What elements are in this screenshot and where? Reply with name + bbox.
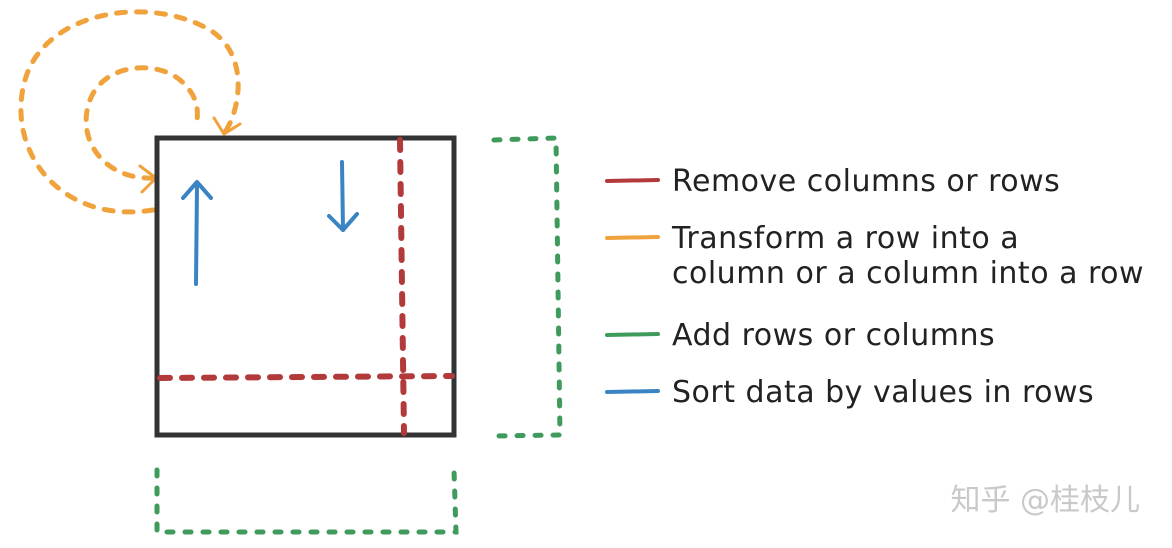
sort-down-arrow-shaft bbox=[340, 160, 345, 232]
legend-label-transform-line2: column or a column into a row bbox=[672, 256, 1144, 291]
legend-item-remove: Remove columns or rows bbox=[605, 164, 1060, 199]
legend: Remove columns or rows Transform a row i… bbox=[605, 164, 1144, 410]
sort-up-arrow-shaft bbox=[194, 184, 199, 286]
transform-arcs bbox=[18, 9, 242, 215]
sort-down-arrowhead-icon bbox=[327, 212, 359, 232]
remove-lines bbox=[157, 137, 455, 436]
remove-row-line bbox=[157, 373, 455, 381]
legend-item-transform: Transform a row into a column or a colum… bbox=[605, 221, 1144, 291]
remove-column-line bbox=[397, 137, 407, 436]
legend-item-sort: Sort data by values in rows bbox=[605, 375, 1094, 410]
legend-label-transform-line1: Transform a row into a bbox=[671, 221, 1019, 256]
inner-transform-arc bbox=[83, 65, 200, 181]
legend-swatch-add bbox=[605, 332, 660, 337]
legend-label-sort: Sort data by values in rows bbox=[672, 375, 1094, 410]
legend-item-add: Add rows or columns bbox=[605, 318, 995, 353]
outer-arc-arrowhead-icon bbox=[212, 116, 242, 136]
outer-transform-arc bbox=[18, 9, 241, 215]
add-column-bracket bbox=[491, 135, 563, 439]
legend-swatch-transform bbox=[605, 235, 660, 240]
legend-swatch-remove bbox=[605, 178, 660, 183]
add-row-bracket bbox=[154, 467, 459, 535]
sort-up-arrowhead-icon bbox=[181, 180, 213, 200]
legend-swatch-sort bbox=[605, 389, 660, 394]
watermark: 知乎 @桂枝儿 bbox=[950, 483, 1140, 518]
legend-label-add: Add rows or columns bbox=[672, 318, 995, 353]
sort-arrows bbox=[181, 160, 359, 286]
table-box bbox=[154, 135, 457, 438]
legend-label-remove: Remove columns or rows bbox=[672, 164, 1060, 199]
